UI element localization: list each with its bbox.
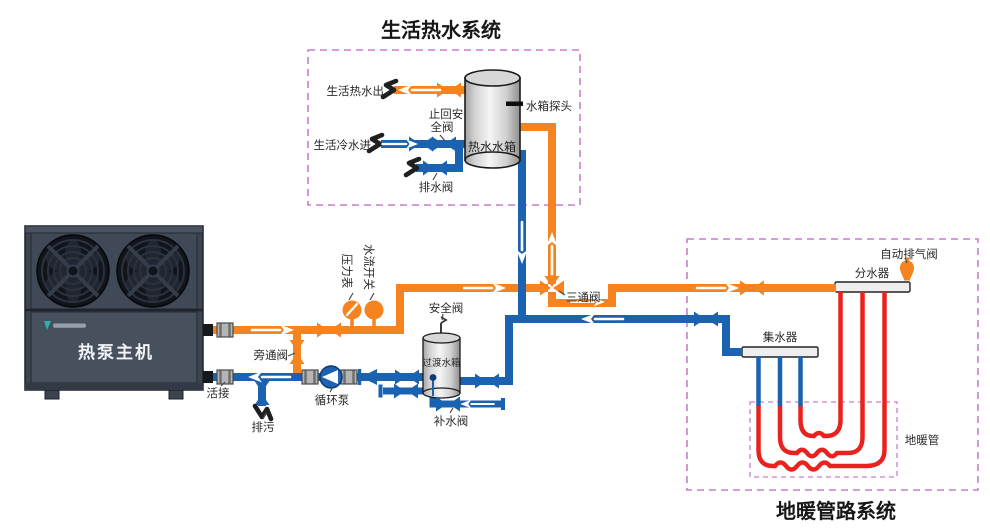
heat-pump-foot — [44, 389, 60, 400]
auto-vent-valve — [900, 257, 914, 281]
auto-vent-label: 自动排气阀 — [880, 247, 938, 261]
safety-valve-label: 安全阀 — [429, 301, 464, 315]
floor-system-title: 地暖管路系统 — [776, 499, 896, 523]
return-manifold-bar — [741, 346, 819, 358]
flow-switch — [364, 300, 384, 320]
cold-water-pipes — [213, 140, 742, 406]
circulation-pump — [319, 365, 343, 389]
union-label: 活接 — [207, 386, 230, 400]
dhw-tank: 热水水箱 — [464, 69, 523, 169]
heat-pump-name: 热泵主机 — [78, 342, 154, 362]
pressure-gauge-label: 压力表 — [340, 254, 354, 289]
float-valve — [429, 374, 437, 381]
floor-loop-pipes — [756, 292, 887, 472]
blowdown-hook — [255, 406, 271, 419]
check-safety-valve-label-2: 全阀 — [431, 120, 454, 134]
check-valve — [358, 369, 377, 385]
floor-pipe-box — [749, 401, 898, 478]
tank-probe-label: 水箱探头 — [526, 99, 572, 113]
return-manifold-label: 集水器 — [763, 330, 798, 344]
three-way-valve-label: 三通阀 — [566, 290, 601, 304]
stub-end-cap — [378, 384, 383, 398]
drain-hook — [406, 159, 419, 175]
collector-drop-pipes — [756, 356, 803, 406]
blowdown-label: 排污 — [252, 420, 275, 434]
cold-port-stub — [203, 371, 213, 383]
union-fitting — [215, 321, 235, 339]
tank-supply-riser — [520, 123, 556, 284]
makeup-valve-label: 补水阀 — [434, 414, 469, 428]
fan-left — [35, 233, 111, 309]
dhw-cold-in-label: 生活冷水进 — [314, 138, 372, 152]
dhw-system-title: 生活热水系统 — [381, 18, 501, 42]
dhw-hot-out-label: 生活热水出 — [327, 84, 385, 98]
buffer-tank-label: 过渡水箱 — [422, 357, 460, 369]
dhw-system-box — [307, 49, 581, 206]
floor-supply-pipe — [548, 284, 836, 307]
bypass-valve-label: 旁通阀 — [254, 348, 289, 362]
heat-pump-foot — [168, 389, 184, 400]
drain-valve-label: 排水阀 — [419, 180, 454, 194]
floor-pipe-label: 地暖管 — [905, 433, 940, 447]
buffer-tank: 过渡水箱 — [422, 316, 461, 399]
flow-switch-label: 水流开关 — [362, 244, 376, 290]
dhw-out-hook — [383, 81, 396, 97]
makeup-end-cap — [501, 398, 505, 410]
label-ticks — [220, 134, 908, 420]
union-fitting — [300, 368, 320, 386]
hot-port-stub — [203, 324, 213, 336]
heat-pump-unit: 热泵主机 — [24, 225, 213, 400]
circulation-pump-label: 循环泵 — [315, 394, 350, 407]
check-safety-valve-label-1: 止回安 — [429, 107, 464, 121]
supply-manifold-bar — [834, 281, 911, 293]
fan-right — [115, 233, 191, 309]
dhw-tank-label: 热水水箱 — [468, 139, 516, 154]
union-fitting — [215, 368, 235, 386]
pressure-gauge — [342, 300, 362, 320]
supply-manifold-label: 分水器 — [855, 267, 890, 280]
floor-return-pipe — [460, 315, 742, 385]
tank-probe — [506, 101, 523, 106]
union-fitting — [339, 368, 359, 386]
brand-logo — [44, 321, 86, 330]
floor-system-box — [686, 238, 979, 491]
